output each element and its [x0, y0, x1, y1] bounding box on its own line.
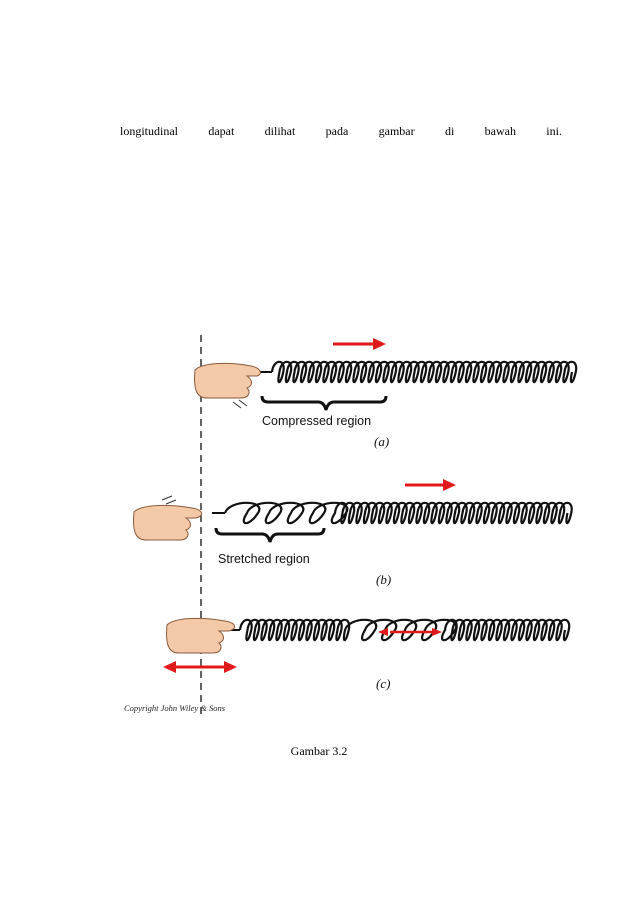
copyright-notice: Copyright John Wiley & Sons	[124, 703, 226, 713]
figure-caption: Gambar 3.2	[290, 744, 348, 758]
stretched-region-brace	[214, 527, 326, 543]
body-word: dapat	[208, 124, 235, 138]
panel-c-label: (c)	[376, 676, 390, 691]
hand-icon-a	[194, 362, 261, 409]
stretched-region-label: Stretched region	[218, 552, 310, 566]
body-word: di	[444, 124, 455, 138]
spring-c	[228, 618, 571, 642]
double-arrow-icon-c-hand	[163, 661, 237, 673]
body-word: ini.	[546, 124, 562, 138]
panel-b-label: (b)	[376, 572, 391, 587]
body-text-line: longitudinal dapat dilihat pada gambar di bawa…	[120, 124, 562, 139]
body-word: longitudinal	[120, 124, 178, 138]
body-word: bawah	[484, 124, 516, 138]
spring-a	[260, 360, 578, 384]
hand-icon-b	[133, 495, 202, 541]
body-word: pada	[325, 124, 349, 138]
body-word: dilihat	[264, 124, 296, 138]
arrow-right-icon-a	[333, 338, 386, 350]
arrow-right-icon-b	[405, 479, 456, 491]
compressed-region-label: Compressed region	[262, 414, 371, 428]
hand-icon-c	[166, 617, 235, 654]
compressed-region-brace	[260, 395, 388, 411]
spring-b	[212, 501, 573, 525]
body-word: gambar	[378, 124, 415, 138]
double-arrow-icon-c-spring	[378, 628, 442, 636]
figure-longitudinal-wave: Compressed region (a) Stretched region (…	[120, 330, 590, 720]
springs	[212, 360, 578, 642]
panel-a-label: (a)	[374, 434, 389, 449]
